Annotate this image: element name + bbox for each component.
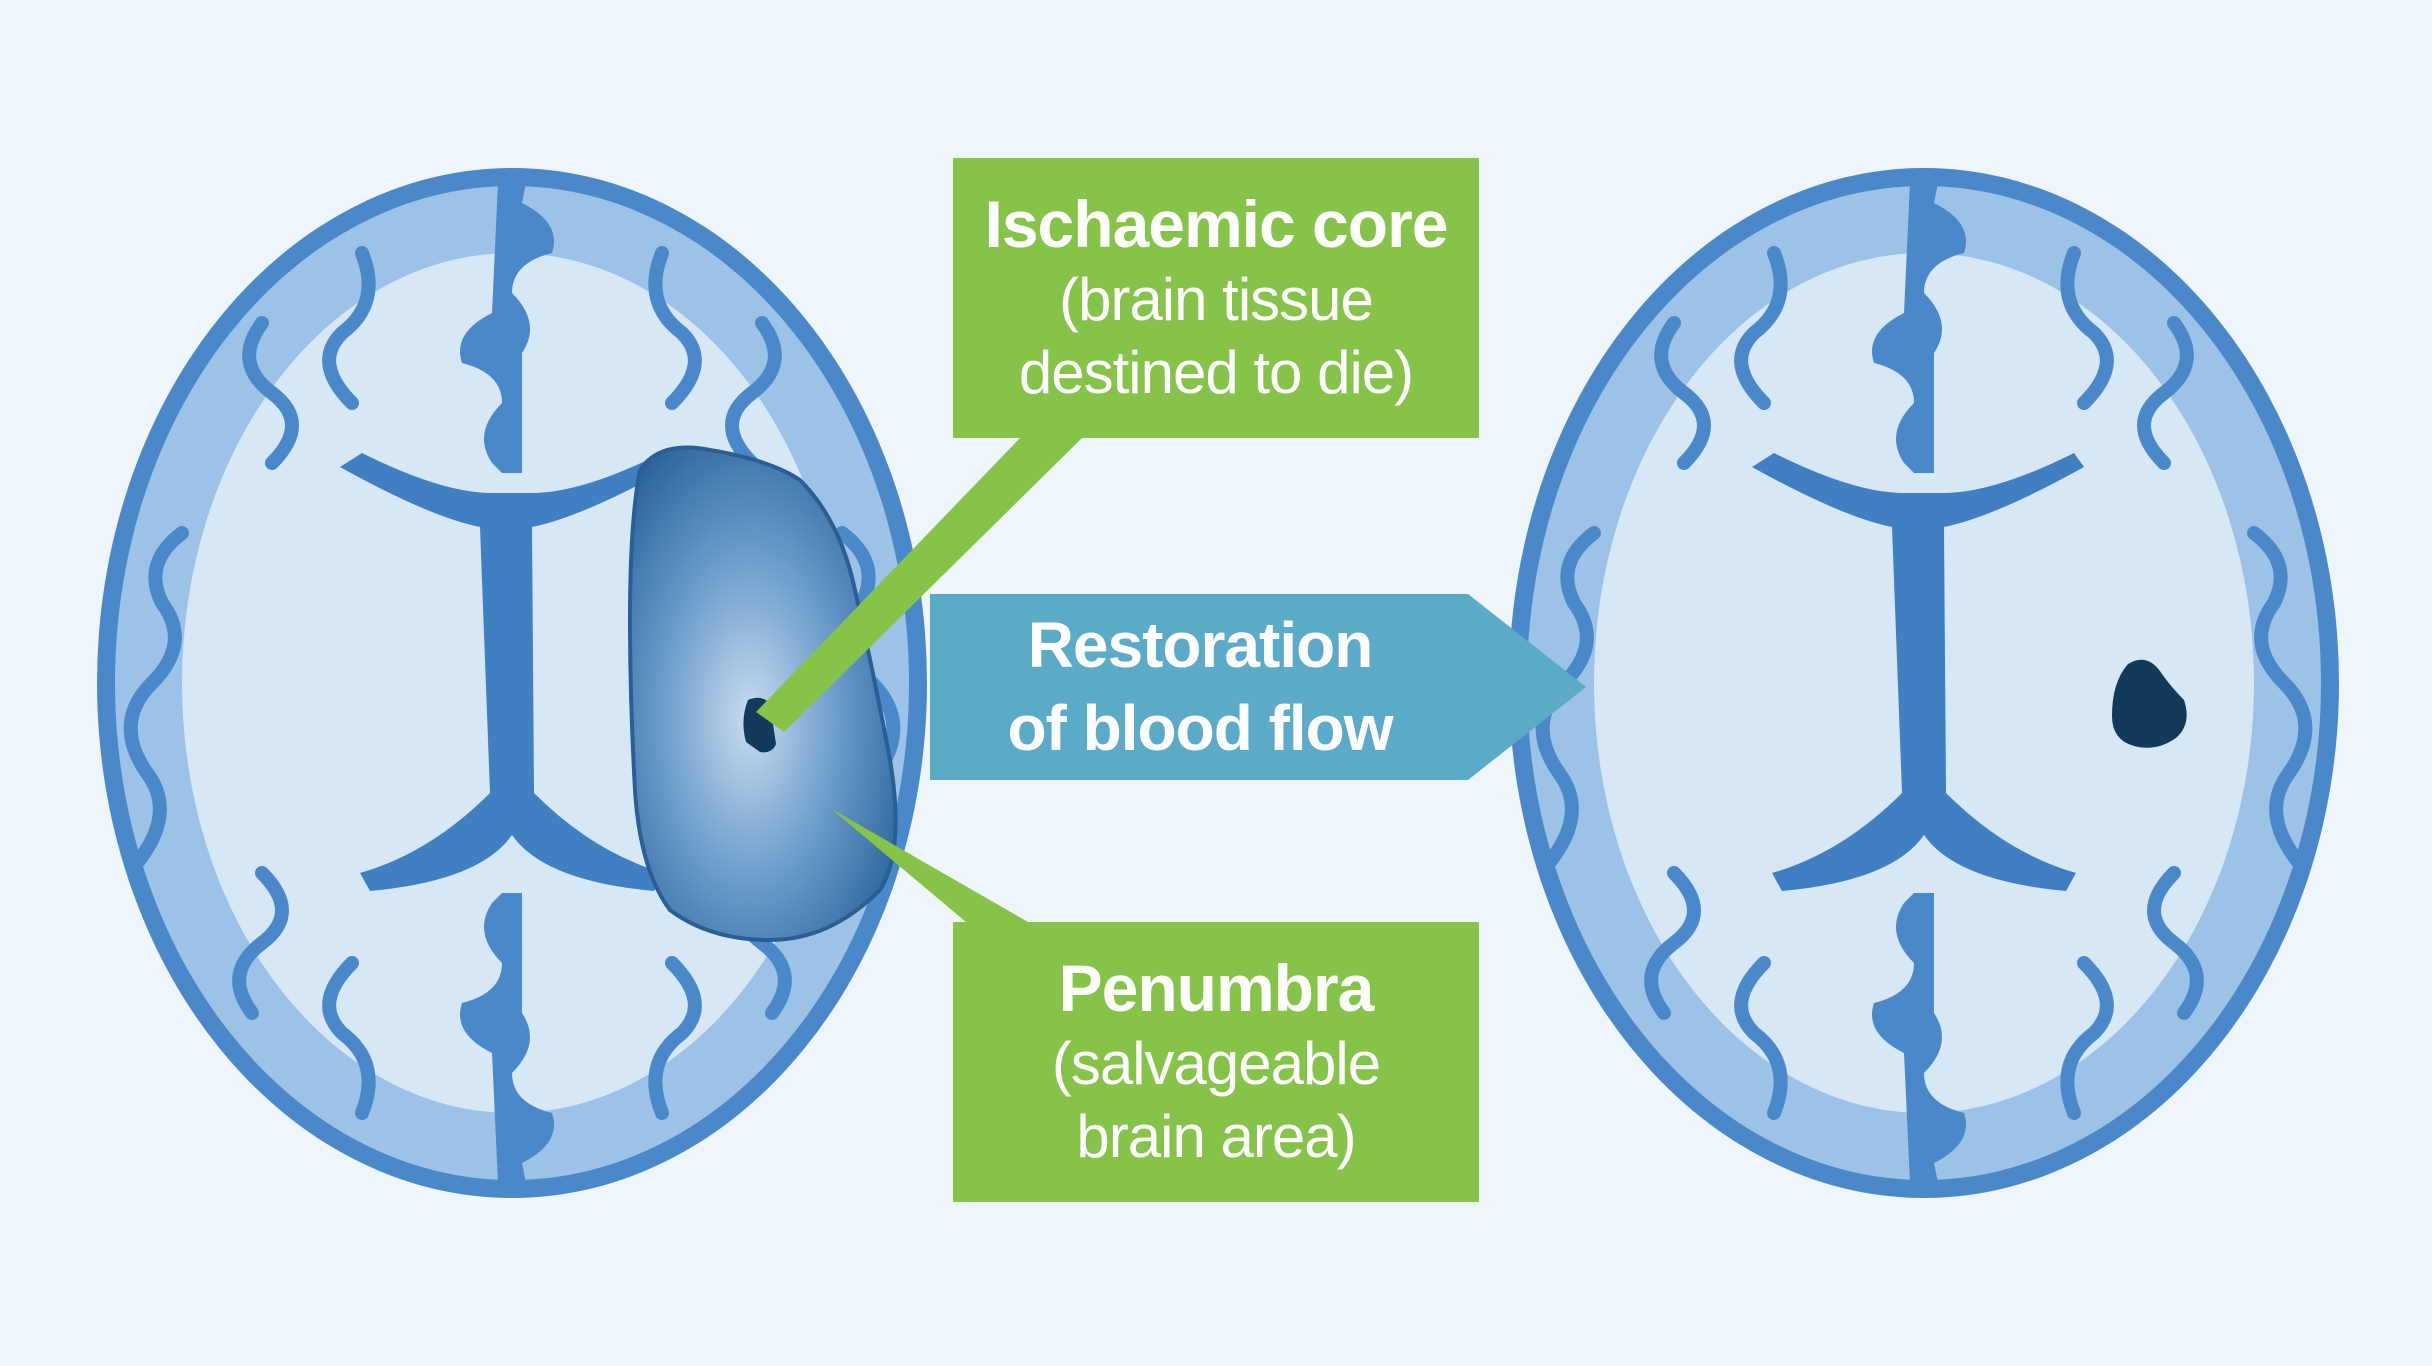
restoration-line-1: Restoration: [1027, 608, 1374, 681]
ischaemic-core-title: Ischaemic core: [984, 186, 1449, 261]
restoration-label: Restoration of blood flow: [935, 594, 1465, 780]
penumbra-title: Penumbra: [1058, 950, 1375, 1025]
ischaemic-core-label: Ischaemic core (brain tissue destined to…: [953, 158, 1479, 438]
ischaemic-core-desc-2: destined to die): [1018, 338, 1414, 406]
penumbra-region: [627, 445, 898, 943]
penumbra-desc-1: (salvageable: [1051, 1029, 1381, 1097]
restoration-line-2: of blood flow: [1007, 692, 1393, 764]
right-brain-icon: [1509, 168, 2339, 1198]
residual-core-spot: [2112, 659, 2187, 748]
restoration-arrow: [930, 594, 1586, 780]
penumbra-label: Penumbra (salvageable brain area): [953, 922, 1479, 1202]
penumbra-desc-2: brain area): [1076, 1102, 1356, 1170]
ischaemic-core-desc-1: (brain tissue: [1059, 265, 1374, 333]
core-connector: [756, 438, 1082, 732]
